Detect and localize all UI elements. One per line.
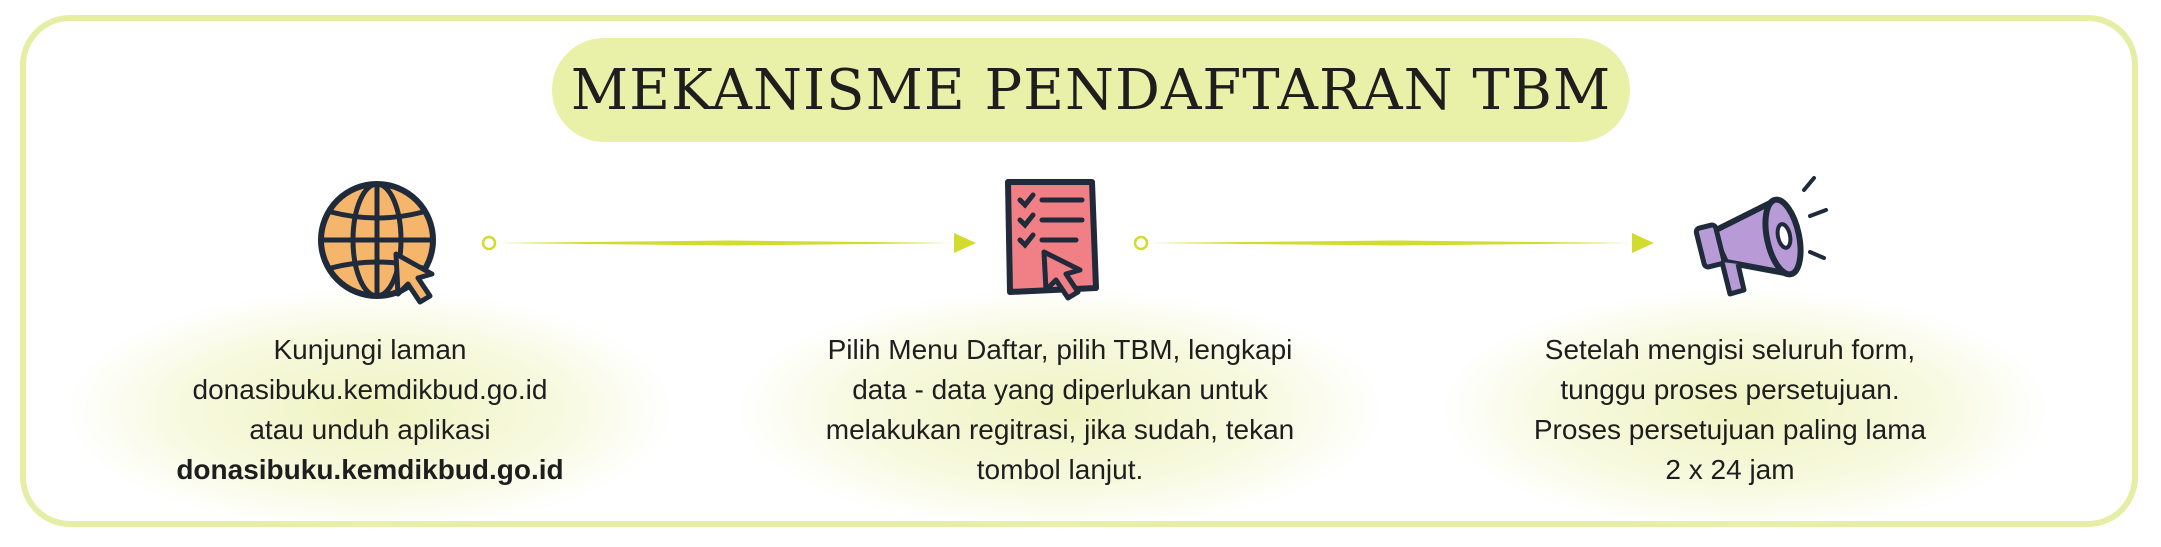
step-2-glow xyxy=(740,290,1380,530)
step-3-line-1: Setelah mengisi seluruh form, xyxy=(1544,334,1916,365)
step-1-line-1: Kunjungi laman xyxy=(273,334,467,365)
step-3-glow xyxy=(1445,290,2045,530)
page-title: MEKANISME PENDAFTARAN TBM xyxy=(570,57,1612,123)
checklist-cursor-icon xyxy=(1005,179,1099,301)
step-1-line-3: atau unduh aplikasi xyxy=(249,414,491,445)
step-2-line-4: tombol lanjut. xyxy=(976,454,1144,485)
step-1-line-2: donasibuku.kemdikbud.go.id xyxy=(192,374,548,405)
megaphone-icon xyxy=(1693,176,1828,297)
step-3-line-2: tunggu proses persetujuan. xyxy=(1560,374,1900,405)
step-2-description: Pilih Menu Daftar, pilih TBM, lengkapi d… xyxy=(790,330,1330,490)
step-3-description: Setelah mengisi seluruh form, tunggu pro… xyxy=(1480,330,1980,490)
step-3-line-3: Proses persetujuan paling lama xyxy=(1533,414,1927,445)
title-banner: MEKANISME PENDAFTARAN TBM xyxy=(552,38,1630,142)
connector-arrow-2 xyxy=(1133,233,1654,253)
step-2-line-2: data - data yang diperlukan untuk xyxy=(852,374,1268,405)
step-1-glow xyxy=(70,290,670,530)
step-2-line-3: melakukan regitrasi, jika sudah, tekan xyxy=(825,414,1295,445)
connector-arrow-1 xyxy=(481,233,976,253)
step-3-line-4: 2 x 24 jam xyxy=(1665,454,1795,485)
step-1-link: donasibuku.kemdikbud.go.id xyxy=(176,454,564,485)
step-2-line-1: Pilih Menu Daftar, pilih TBM, lengkapi xyxy=(827,334,1293,365)
globe-cursor-icon xyxy=(318,181,436,305)
step-1-description: Kunjungi laman donasibuku.kemdikbud.go.i… xyxy=(120,330,620,490)
